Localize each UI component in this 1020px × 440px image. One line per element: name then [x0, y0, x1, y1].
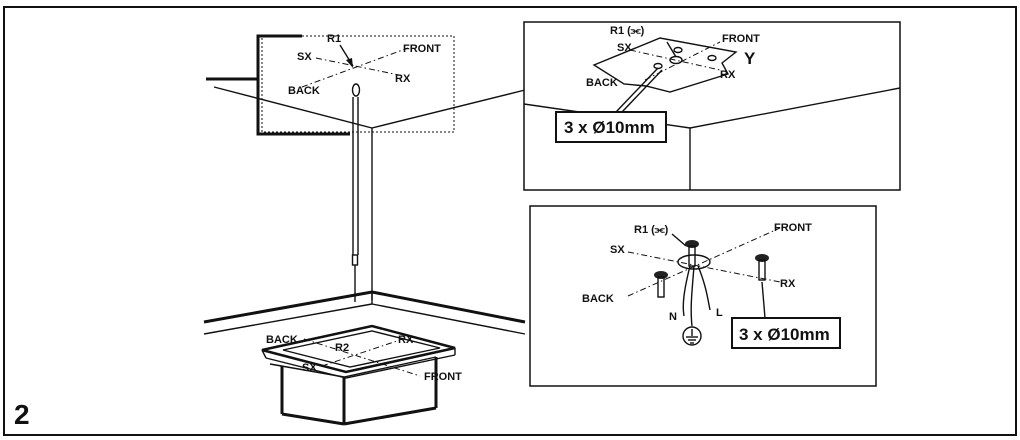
detail-top-y-label: Y [744, 49, 756, 68]
detail-top-rx-label: RX [720, 69, 736, 81]
main-back-label: BACK [288, 85, 320, 97]
outer-frame [3, 6, 1017, 436]
detail-bottom-sx-label: SX [610, 244, 625, 256]
main-front-label: FRONT [403, 43, 441, 55]
earth-icon [682, 326, 702, 346]
detail-top-holes-label: 3 x Ø10mm [564, 118, 655, 137]
screw-icon [685, 240, 699, 267]
hob-rx-label: RX [398, 334, 414, 346]
detail-bottom-r1-label: R1 (⫘) [634, 224, 669, 236]
figure-number: 2 [14, 399, 30, 430]
screw-icon [654, 271, 668, 298]
detail-bottom-n-label: N [669, 311, 677, 323]
template-plate [592, 37, 738, 93]
hob-sx-label: SX [302, 362, 317, 374]
main-sx-label: SX [297, 51, 312, 63]
detail-bottom-l-label: L [716, 307, 723, 319]
detail-bottom-back-label: BACK [582, 293, 614, 305]
main-axes [301, 44, 409, 302]
detail-bottom-front-label: FRONT [774, 222, 812, 234]
hob-back-label: BACK [266, 334, 298, 346]
detail-bottom-panel [529, 205, 877, 387]
hob-unit [261, 324, 456, 426]
main-rx-label: RX [395, 73, 411, 85]
detail-top-back-label: BACK [586, 77, 618, 89]
detail-top-r1-label: R1 (⫘) [610, 25, 645, 37]
detail-top-sx-label: SX [617, 42, 632, 54]
cable-eyelet-icon [351, 83, 361, 97]
detail-top-panel [523, 21, 901, 191]
hob-front-label: FRONT [424, 371, 462, 383]
screw-icon [755, 254, 769, 281]
detail-bottom-holes-label: 3 x Ø10mm [739, 325, 830, 344]
detail-top-front-label: FRONT [722, 33, 760, 45]
detail-bottom-holes-callout [731, 317, 841, 349]
hob-r2-label: R2 [335, 342, 349, 354]
r1-arrow-icon [346, 58, 353, 68]
detail-bottom-rx-label: RX [780, 278, 796, 290]
room-perspective [203, 86, 526, 335]
detail-top-holes-callout [555, 111, 667, 143]
main-r1-label: R1 [327, 33, 341, 45]
